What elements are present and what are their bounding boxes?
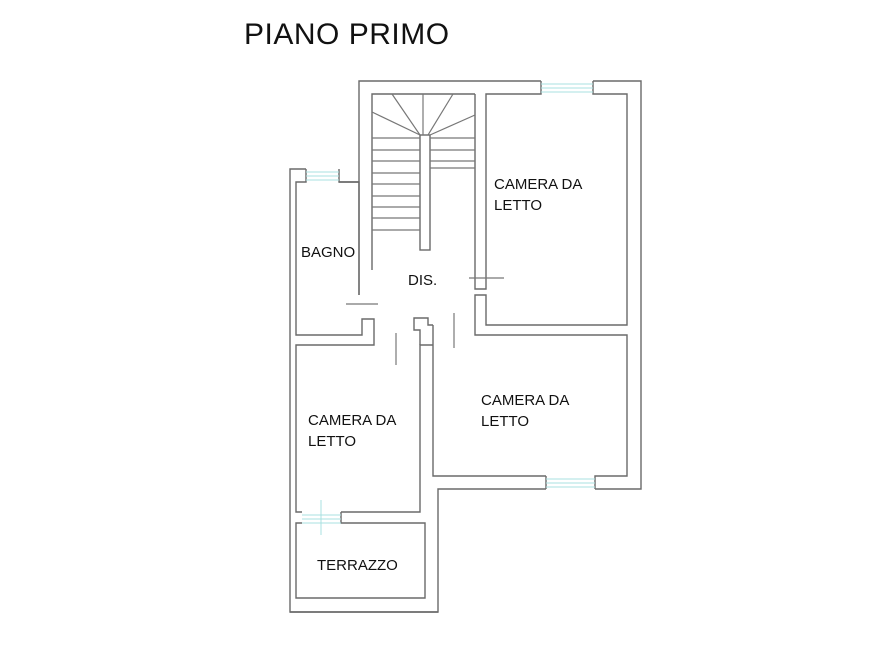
room-label-line: LETTO [481, 413, 530, 430]
room-label-line: CAMERA DA [308, 412, 397, 429]
door-openings [346, 277, 504, 365]
room-label-terrazzo: TERRAZZO [317, 555, 398, 576]
windows [302, 83, 595, 535]
room-label-line: DIS. [408, 272, 438, 289]
room-label-line: TERRAZZO [317, 557, 398, 574]
staircase [371, 93, 476, 231]
room-label-dis: DIS. [408, 270, 437, 291]
room-label-line: LETTO [308, 433, 357, 450]
room-label-camera-da-letto-3: CAMERA DA LETTO [308, 410, 396, 452]
room-label-line: CAMERA DA [481, 392, 570, 409]
room-label-line: CAMERA DA [494, 176, 583, 193]
room-label-camera-da-letto-2: CAMERA DA LETTO [481, 390, 569, 432]
room-label-line: LETTO [494, 197, 543, 214]
room-label-line: BAGNO [301, 244, 356, 261]
room-label-bagno: BAGNO [301, 242, 355, 263]
room-label-camera-da-letto-1: CAMERA DA LETTO [494, 174, 582, 216]
floor-plan-title: PIANO PRIMO [244, 18, 450, 51]
